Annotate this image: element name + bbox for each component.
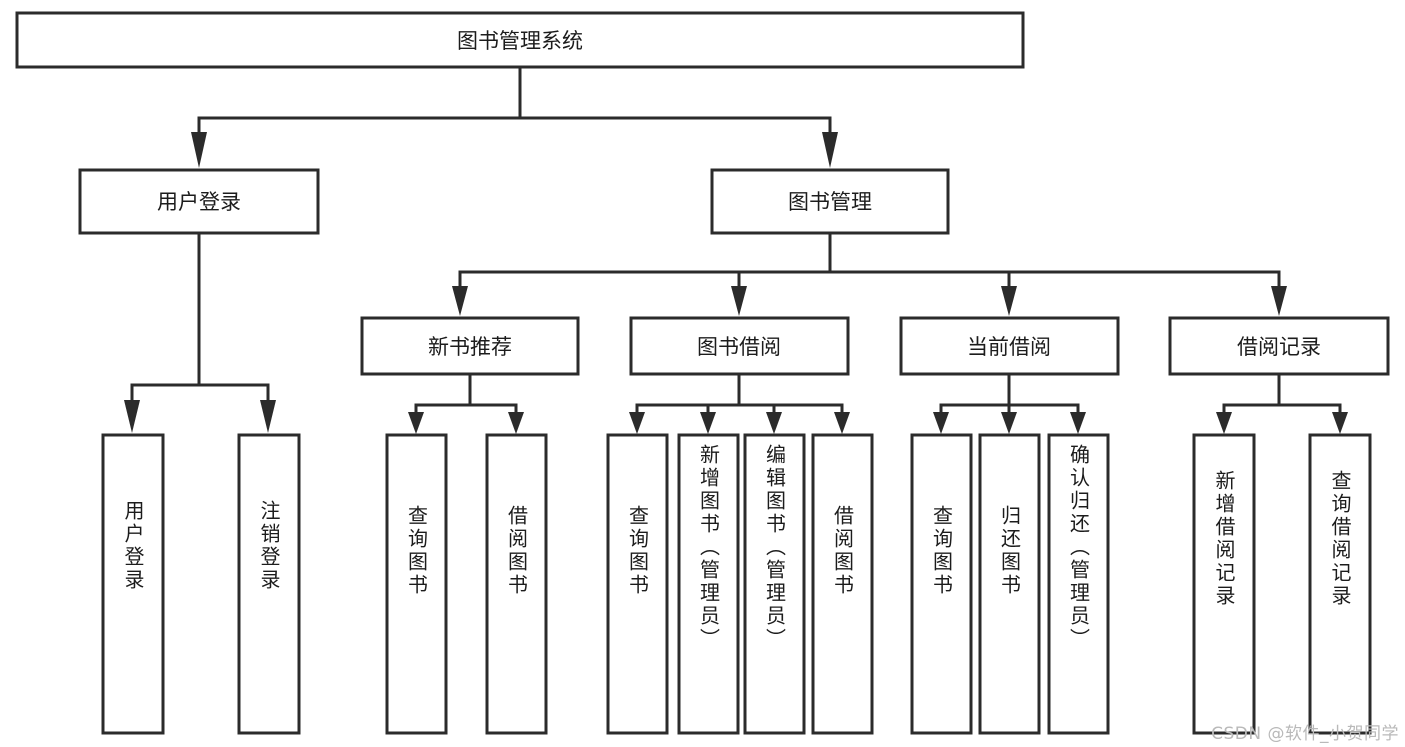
arrow-head-bookborrow-leaf-1 [629, 412, 645, 434]
leaf-box-currentborrow-query[interactable] [910, 433, 973, 735]
leaf-box-user-login[interactable] [101, 433, 165, 735]
arrow-head-newbook-leaf-2 [508, 412, 524, 434]
leaf-box-bookborrow-add[interactable] [677, 433, 740, 735]
arrow-head-new-book-rec [452, 286, 468, 316]
node-new-book-recommend[interactable] [360, 316, 580, 376]
leaf-box-record-query[interactable] [1308, 433, 1372, 735]
leaf-box-logout[interactable] [237, 433, 301, 735]
node-layer: 图书管理系统 用户登录 图书管理 新书推荐 图书借阅 当前借阅 借阅记录 [15, 11, 1390, 735]
leaf-box-record-add[interactable] [1192, 433, 1256, 735]
arrow-head-borrow-record [1271, 286, 1287, 316]
arrow-head-newbook-leaf-1 [408, 412, 424, 434]
node-book-borrow-label: 图书借阅 [697, 335, 781, 359]
leaf-box-bookborrow-edit[interactable] [743, 433, 806, 735]
arrow-head-book-manage [822, 132, 838, 168]
node-user-login-label: 用户登录 [157, 190, 241, 214]
node-user-login[interactable] [78, 168, 320, 235]
connector-layer [124, 66, 1348, 434]
leaf-box-bookborrow-borrow[interactable] [811, 433, 874, 735]
node-book-manage-label: 图书管理 [788, 190, 872, 214]
node-current-borrow-label: 当前借阅 [967, 335, 1051, 359]
node-root[interactable] [15, 11, 1025, 69]
node-book-manage[interactable] [710, 168, 950, 235]
arrow-head-currentborrow-leaf-3 [1070, 412, 1086, 434]
node-borrow-record-label: 借阅记录 [1237, 335, 1321, 359]
leaf-box-bookborrow-query[interactable] [606, 433, 669, 735]
leaf-box-newbook-borrow[interactable] [485, 433, 548, 735]
arrow-head-book-borrow [731, 286, 747, 316]
arrow-head-bookborrow-leaf-3 [766, 412, 782, 434]
leaf-box-currentborrow-return[interactable] [978, 433, 1041, 735]
arrow-head-borrowrecord-leaf-2 [1332, 412, 1348, 434]
node-borrow-record[interactable] [1168, 316, 1390, 376]
node-new-book-recommend-label: 新书推荐 [428, 335, 512, 359]
node-root-label: 图书管理系统 [457, 29, 583, 53]
arrow-head-bookborrow-leaf-2 [700, 412, 716, 434]
leaf-box-currentborrow-confirm[interactable] [1047, 433, 1110, 735]
watermark-text: CSDN @软件_小贺同学 [1211, 724, 1399, 744]
arrow-head-bookborrow-leaf-4 [834, 412, 850, 434]
arrow-head-user-login [191, 132, 207, 168]
arrow-head-leaf-logout [260, 400, 276, 433]
arrow-head-borrowrecord-leaf-1 [1216, 412, 1232, 434]
arrow-head-leaf-user-login [124, 400, 140, 433]
arrow-head-current-borrow [1001, 286, 1017, 316]
arrow-head-currentborrow-leaf-2 [1001, 412, 1017, 434]
arrow-head-currentborrow-leaf-1 [933, 412, 949, 434]
node-current-borrow[interactable] [899, 316, 1120, 376]
leaf-box-newbook-query[interactable] [385, 433, 448, 735]
node-book-borrow[interactable] [629, 316, 850, 376]
